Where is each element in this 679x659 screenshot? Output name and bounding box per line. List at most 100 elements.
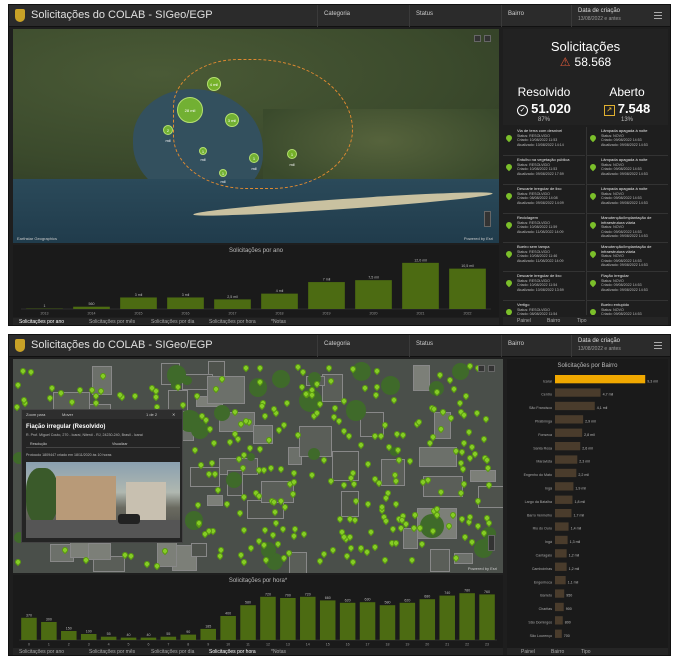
- filter-date[interactable]: Data de criação 13/08/2022 e antes: [571, 5, 651, 27]
- map-pin-icon[interactable]: [460, 532, 469, 542]
- map-pin-icon[interactable]: [435, 371, 444, 380]
- menu-icon[interactable]: [654, 12, 662, 19]
- map-pin-icon[interactable]: [307, 470, 317, 480]
- map-pin-icon[interactable]: [255, 444, 264, 453]
- map-pin-icon[interactable]: [449, 385, 458, 394]
- map-pin-icon[interactable]: [455, 398, 465, 408]
- map-pin-icon[interactable]: [194, 501, 203, 510]
- map-pin-icon[interactable]: [371, 543, 380, 552]
- map-pin-icon[interactable]: [14, 380, 23, 390]
- map-pin-icon[interactable]: [207, 458, 217, 467]
- map-view-neighborhood[interactable]: Zoom para Mover 1 de 2 ✕ Fiação irregula…: [13, 359, 503, 573]
- tab-bairro[interactable]: Bairro: [547, 318, 561, 324]
- map-pin-icon[interactable]: [381, 517, 390, 526]
- cluster-bubble[interactable]: 2 mil: [163, 125, 173, 143]
- tab-bairro[interactable]: Bairro: [551, 649, 565, 655]
- map-view-city[interactable]: 28 mil 4 mil 3 mil 2 mil 1 mil 1 mil 1 m…: [13, 29, 499, 243]
- expand-icon[interactable]: [484, 35, 491, 42]
- tab-per-day[interactable]: Solicitações por dia: [151, 649, 195, 655]
- map-pin-icon[interactable]: [465, 427, 474, 437]
- map-pin-icon[interactable]: [289, 469, 299, 478]
- tab-painel[interactable]: Painel: [521, 649, 535, 655]
- map-pin-icon[interactable]: [360, 383, 370, 392]
- map-pin-icon[interactable]: [458, 447, 467, 457]
- search-icon[interactable]: [478, 365, 485, 372]
- map-pin-icon[interactable]: [347, 543, 356, 553]
- map-pin-icon[interactable]: [392, 500, 401, 509]
- map-pin-icon[interactable]: [363, 500, 373, 509]
- map-pin-icon[interactable]: [408, 555, 417, 564]
- cluster-bubble[interactable]: 1 mil: [287, 149, 297, 167]
- map-pin-icon[interactable]: [266, 464, 276, 473]
- tab-per-month[interactable]: Solicitações por mês: [89, 649, 136, 655]
- map-pin-icon[interactable]: [366, 527, 375, 536]
- map-pin-icon[interactable]: [242, 363, 251, 373]
- filter-categoria[interactable]: Categoria: [317, 335, 409, 357]
- map-pin-icon[interactable]: [459, 439, 469, 448]
- map-pin-icon[interactable]: [18, 366, 28, 375]
- map-pin-icon[interactable]: [398, 430, 408, 440]
- popup-pager[interactable]: 1 de 2: [146, 412, 158, 417]
- map-pin-icon[interactable]: [330, 403, 340, 412]
- map-pin-icon[interactable]: [290, 524, 299, 534]
- map-pin-icon[interactable]: [445, 375, 455, 385]
- tab-tipo[interactable]: Tipo: [581, 649, 591, 655]
- map-pin-icon[interactable]: [389, 395, 399, 405]
- tab-visualize[interactable]: Visualizar: [112, 442, 128, 446]
- map-pin-icon[interactable]: [473, 521, 482, 530]
- tab-notes[interactable]: *Notas: [271, 649, 287, 655]
- search-icon[interactable]: [474, 35, 481, 42]
- map-pin-icon[interactable]: [131, 391, 140, 401]
- cluster-bubble[interactable]: 3 mil: [225, 113, 239, 127]
- map-pin-icon[interactable]: [278, 524, 288, 534]
- map-pin-icon[interactable]: [372, 382, 381, 392]
- map-pin-icon[interactable]: [349, 557, 358, 567]
- tab-per-day[interactable]: Solicitações por dia: [151, 319, 195, 325]
- map-pin-icon[interactable]: [151, 392, 160, 402]
- map-pin-icon[interactable]: [479, 435, 489, 444]
- map-pin-icon[interactable]: [209, 438, 219, 447]
- tab-per-hour[interactable]: Solicitações por hora: [209, 649, 256, 655]
- map-pin-icon[interactable]: [213, 486, 223, 495]
- map-pin-icon[interactable]: [329, 545, 338, 555]
- map-pin-icon[interactable]: [245, 443, 254, 453]
- tab-per-year[interactable]: Solicitações por ano: [19, 319, 65, 325]
- tab-tipo[interactable]: Tipo: [577, 318, 587, 324]
- list-item[interactable]: Manutenção/Implantação de infraestrutura…: [587, 243, 668, 272]
- map-pin-icon[interactable]: [26, 367, 36, 377]
- map-pin-icon[interactable]: [282, 398, 292, 407]
- zoom-to-button[interactable]: Zoom para: [26, 412, 46, 417]
- filter-categoria[interactable]: Categoria: [317, 5, 409, 27]
- tab-per-month[interactable]: Solicitações por mês: [89, 319, 136, 325]
- tab-notes[interactable]: *Notas: [271, 319, 287, 325]
- zoom-control[interactable]: [484, 211, 491, 227]
- map-pin-icon[interactable]: [356, 441, 365, 450]
- map-pin-icon[interactable]: [240, 557, 249, 567]
- filter-status[interactable]: Status: [409, 335, 501, 357]
- menu-icon[interactable]: [654, 342, 662, 349]
- cluster-bubble[interactable]: 1 mil: [199, 147, 207, 162]
- map-pin-icon[interactable]: [324, 363, 334, 372]
- map-pin-icon[interactable]: [371, 390, 381, 399]
- map-pin-icon[interactable]: [191, 445, 200, 454]
- map-pin-icon[interactable]: [418, 539, 427, 549]
- map-pin-icon[interactable]: [339, 480, 349, 490]
- map-pin-icon[interactable]: [260, 411, 269, 421]
- tab-resolution[interactable]: Resolução: [30, 442, 47, 446]
- map-pin-icon[interactable]: [13, 557, 23, 566]
- map-pin-icon[interactable]: [81, 556, 90, 565]
- close-icon[interactable]: ✕: [172, 412, 176, 417]
- cluster-bubble[interactable]: 28 mil: [177, 97, 203, 123]
- map-pin-icon[interactable]: [372, 366, 381, 376]
